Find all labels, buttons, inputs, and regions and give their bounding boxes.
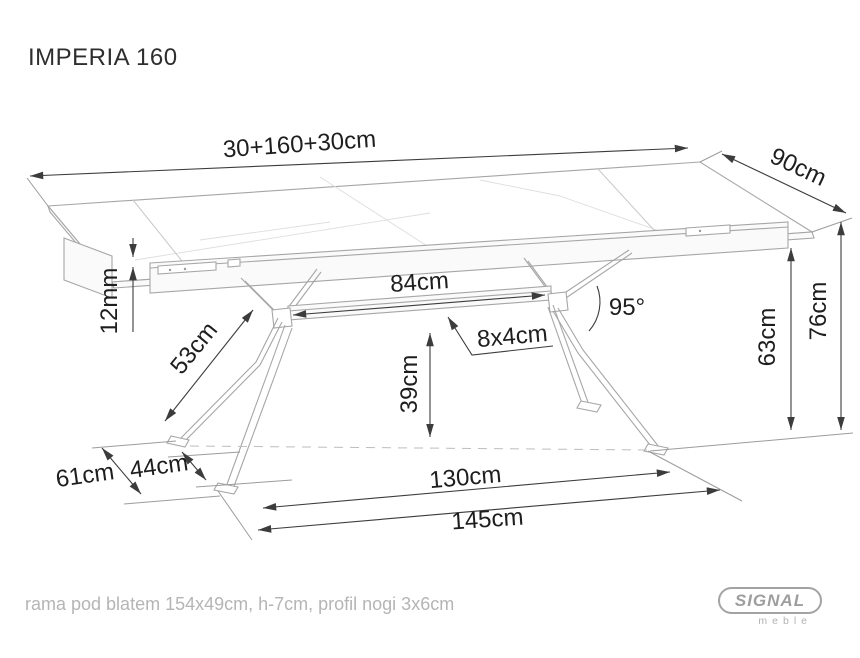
- dim-line-crossbar: [292, 292, 546, 318]
- slide-rails: [157, 224, 731, 275]
- label-table-height: 76cm: [805, 282, 832, 341]
- brand-logo-text: SIGNAL: [734, 590, 806, 610]
- brand-logo-tagline: meble: [758, 615, 812, 627]
- leader-crossbar-profile: [447, 316, 554, 356]
- frame-spec-note: rama pod blatem 154x49cm, h-7cm, profil …: [25, 594, 455, 614]
- dim-line-base-depth-inner: [181, 451, 207, 481]
- label-frame-bottom-height: 63cm: [754, 308, 781, 367]
- dimension-labels: 30+160+30cm 90cm 12mm 53cm 84cm 8x4cm 95…: [54, 126, 832, 536]
- leg-angle-arc: [588, 285, 601, 332]
- label-base-depth-outer: 61cm: [54, 458, 116, 493]
- label-underframe-clearance: 39cm: [396, 355, 423, 414]
- label-crossbar-length: 84cm: [389, 267, 449, 298]
- dim-line-leg-length: [164, 309, 254, 422]
- leaf-seam-right: [597, 168, 664, 241]
- label-base-depth-inner: 44cm: [128, 449, 190, 484]
- dim-line-top-depth: [721, 153, 847, 214]
- feet: [166, 400, 669, 495]
- dim-line-top-width: [29, 144, 689, 180]
- label-leg-angle: 95°: [609, 294, 645, 321]
- page-title: IMPERIA 160: [28, 44, 178, 71]
- label-top-thickness: 12mm: [96, 268, 123, 335]
- leaf-support-block: [63, 237, 113, 299]
- ground-dashed-line: [189, 445, 649, 451]
- label-top-width: 30+160+30cm: [222, 126, 377, 164]
- label-crossbar-profile: 8x4cm: [476, 320, 549, 353]
- label-leg-length: 53cm: [165, 317, 223, 380]
- brand-logo: SIGNAL meble: [718, 587, 822, 627]
- left-leg-hub: [271, 307, 293, 329]
- table-artwork: [26, 150, 854, 541]
- dimension-lines: [29, 144, 847, 533]
- label-base-span-outer: 145cm: [451, 504, 525, 536]
- brand-logo-pill: SIGNAL: [718, 587, 822, 614]
- label-top-depth: 90cm: [766, 143, 831, 192]
- right-leg-hub: [547, 291, 569, 313]
- dim-line-base-depth-outer: [101, 447, 142, 495]
- dim-line-base-span-outer: [257, 487, 721, 533]
- label-base-span-inner: 130cm: [428, 461, 502, 494]
